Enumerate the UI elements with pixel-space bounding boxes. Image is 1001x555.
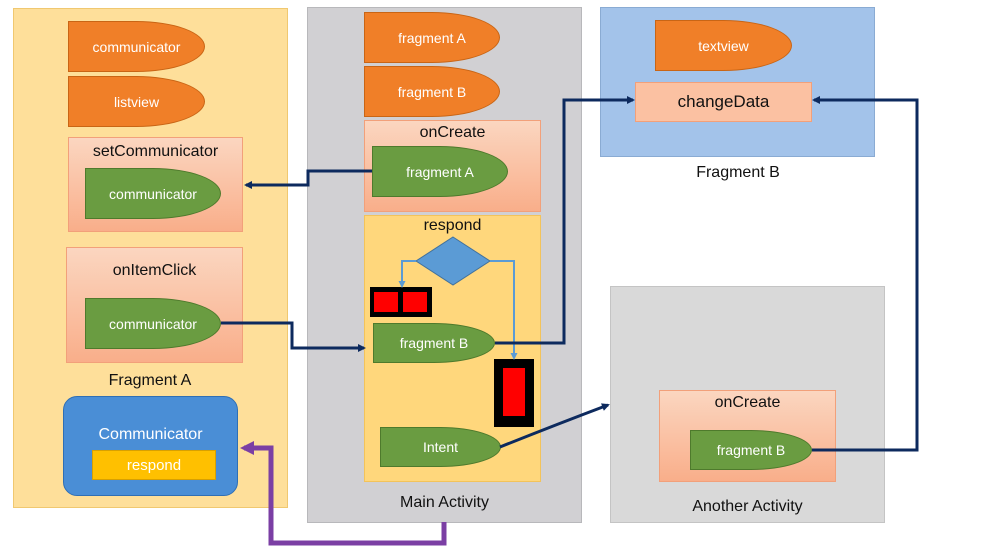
intent-shape: Intent (380, 427, 501, 467)
branch-right-arrow (490, 260, 518, 360)
arrow-mainactivity-to-communicator (240, 441, 447, 546)
respond-decision-diamond (415, 236, 491, 286)
set-communicator-communicator-shape: communicator (85, 168, 221, 219)
communicator-interface-title: Communicator (98, 426, 203, 443)
main-on-create-title: onCreate (419, 124, 486, 141)
branch-left-arrow (398, 260, 416, 288)
main-on-create-fragment-a-shape: fragment A (372, 146, 508, 197)
portrait-layout-icon (494, 359, 534, 427)
arrow-respond-to-changedata (495, 96, 635, 345)
textview-field-shape: textview (655, 20, 792, 71)
respond-title: respond (423, 217, 482, 234)
arrow-oncreate-to-setcommunicator (244, 169, 372, 189)
set-communicator-title: setCommunicator (92, 143, 219, 160)
change-data-method-box: changeData (635, 82, 812, 122)
another-on-create-fragment-b-shape: fragment B (690, 430, 812, 470)
main-fragment-a-shape: fragment A (364, 12, 500, 63)
arrow-intent-to-another-activity (499, 403, 610, 449)
landscape-layout-icon (370, 287, 432, 317)
communicator-field-shape: communicator (68, 21, 205, 72)
fragment-a-caption: Fragment A (108, 372, 192, 389)
another-on-create-title: onCreate (714, 394, 781, 411)
fragment-b-caption: Fragment B (696, 164, 780, 181)
on-item-click-title: onItemClick (112, 262, 197, 279)
arrow-another-to-changedata (812, 96, 919, 452)
main-activity-caption: Main Activity (400, 494, 489, 511)
listview-field-shape: listview (68, 76, 205, 127)
on-item-click-communicator-shape: communicator (85, 298, 221, 349)
another-activity-caption: Another Activity (692, 498, 803, 515)
main-fragment-b-shape: fragment B (364, 66, 500, 117)
respond-fragment-b-shape: fragment B (373, 323, 495, 363)
arrow-onitemclick-to-respond (221, 321, 366, 352)
respond-method-box: respond (92, 450, 216, 480)
